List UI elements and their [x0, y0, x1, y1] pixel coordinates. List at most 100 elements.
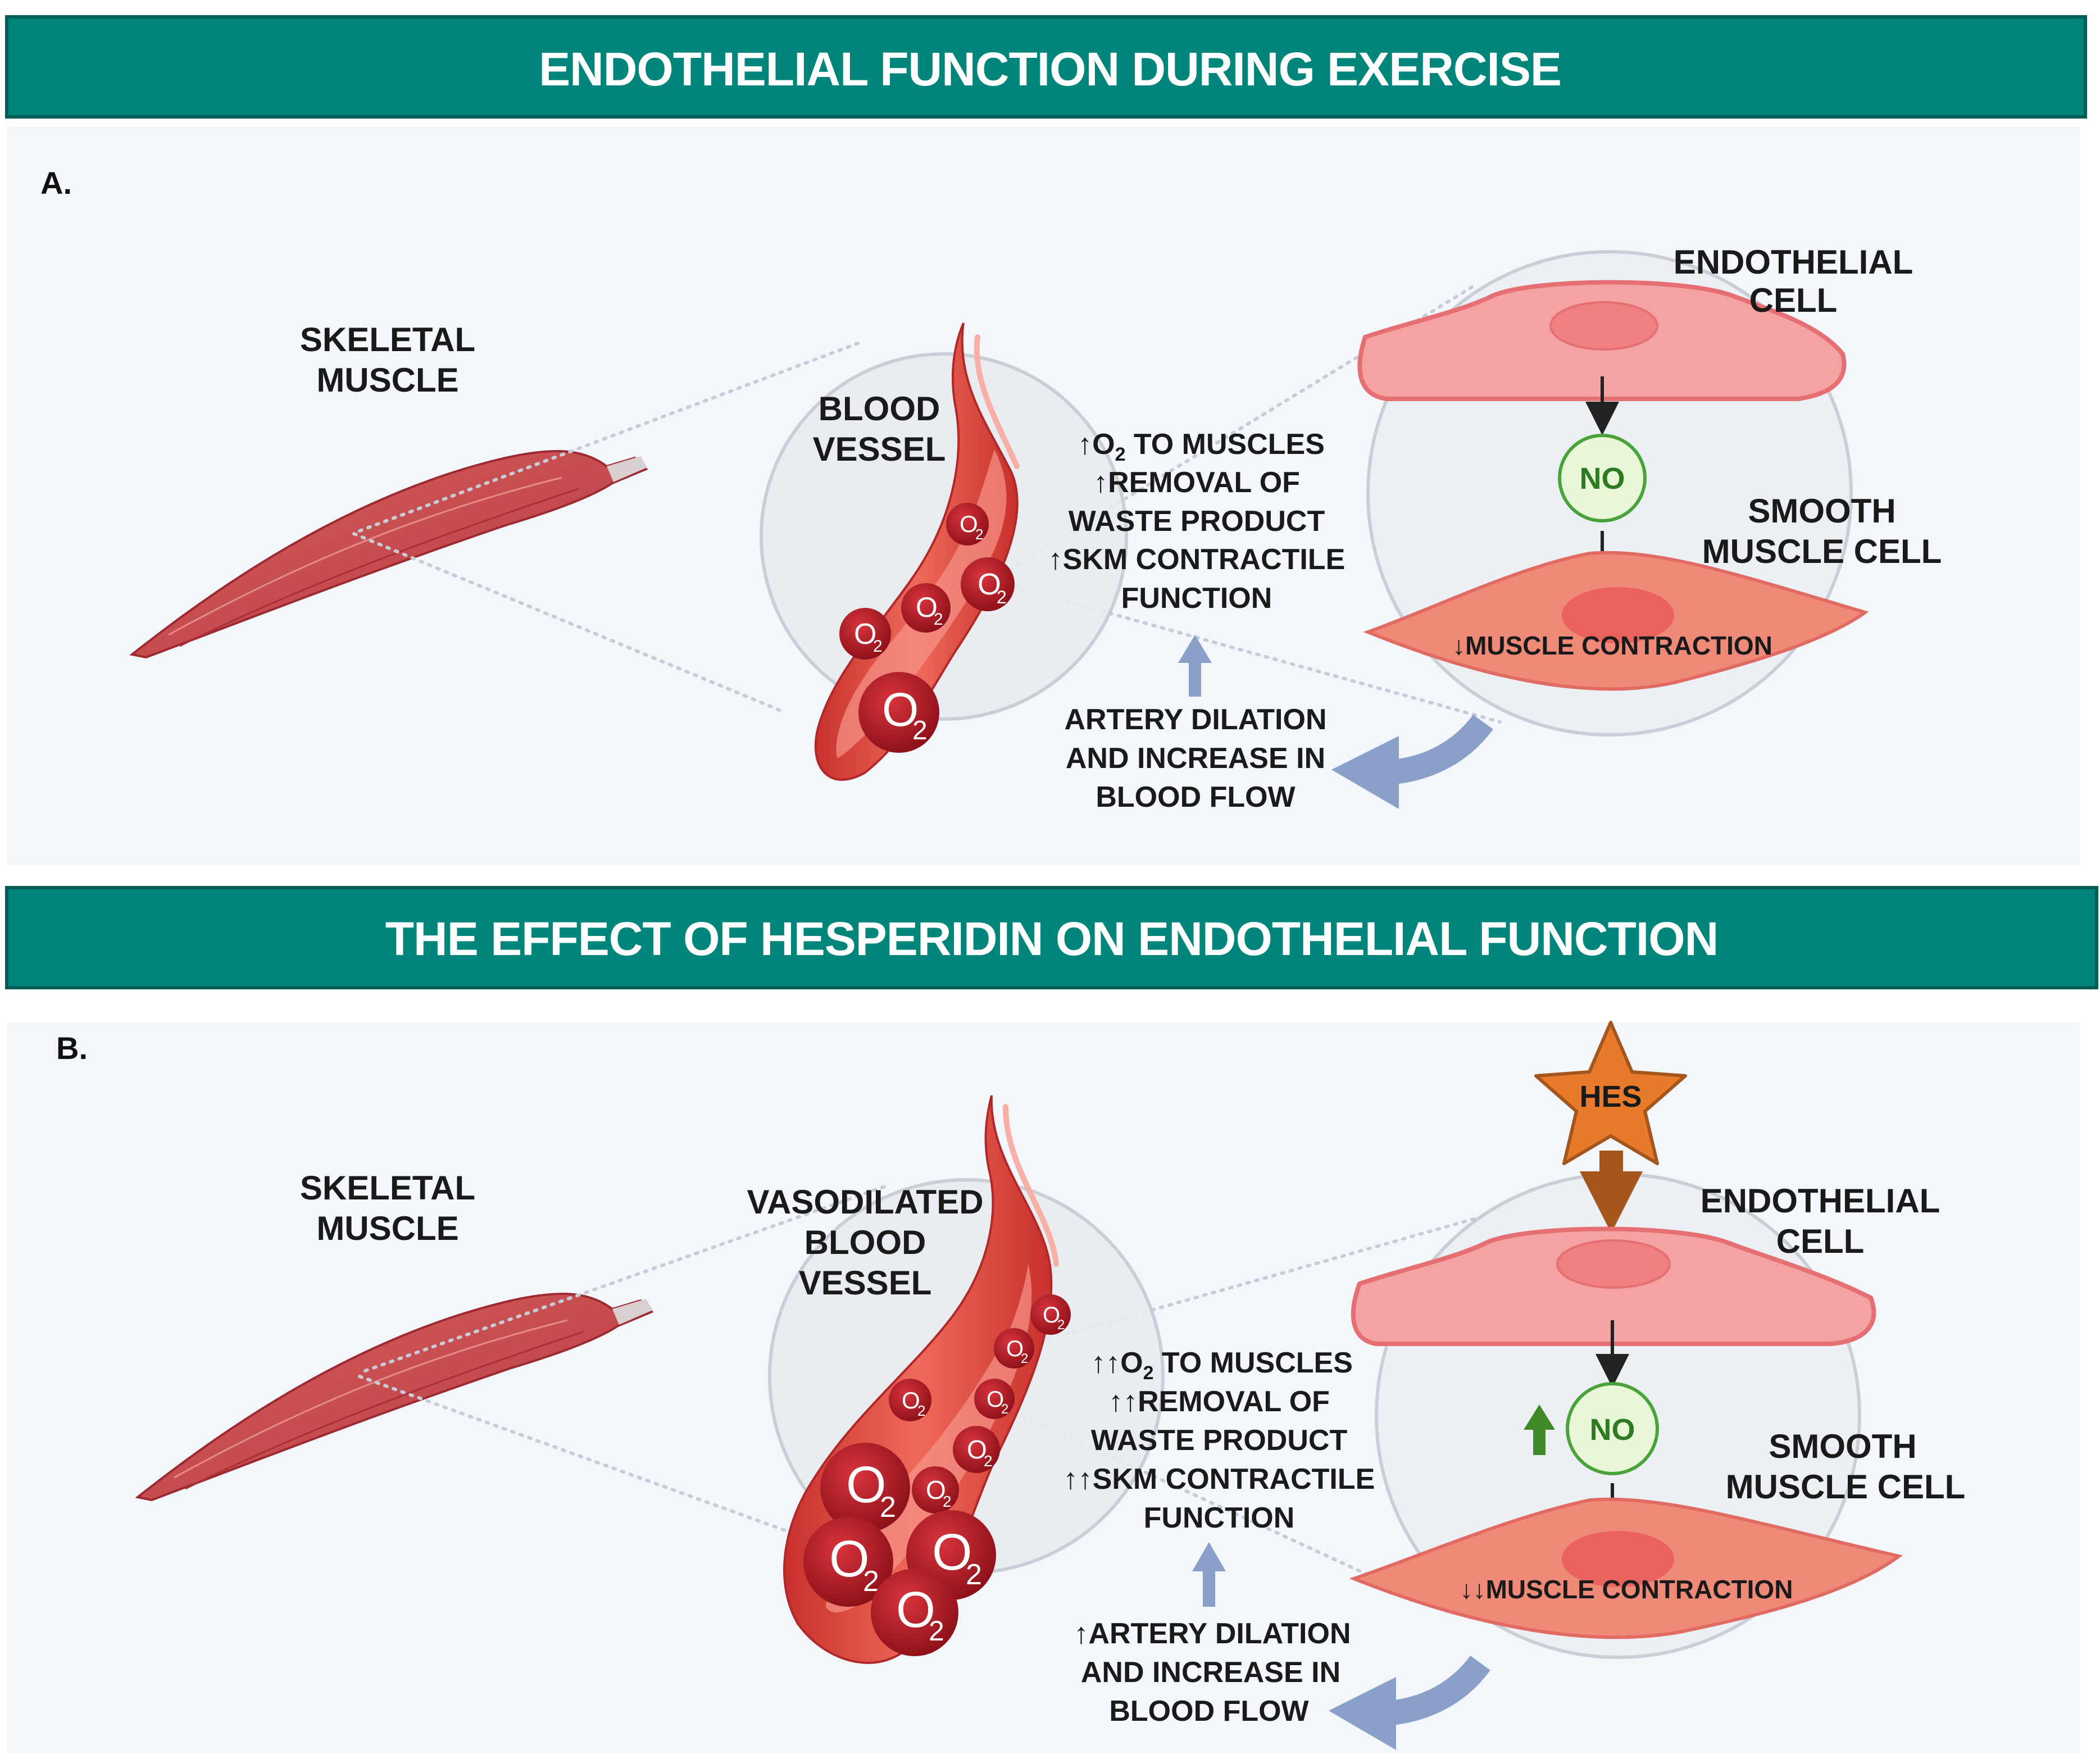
svg-text:O: O [987, 1387, 1004, 1412]
svg-text:2: 2 [1001, 1402, 1008, 1417]
smooth-muscle-a-label-1: SMOOTH [1748, 492, 1896, 530]
svg-text:2: 2 [873, 637, 883, 656]
smooth-muscle-cell-b [1349, 1497, 1903, 1639]
o2-cell: O 2 [994, 1328, 1034, 1369]
endothelial-cell-a-label-2: CELL [1749, 281, 1838, 319]
dilation-a-3: BLOOD FLOW [1096, 781, 1296, 813]
svg-text:2: 2 [1021, 1351, 1028, 1366]
skeletal-muscle-b-label-2: MUSCLE [316, 1210, 458, 1247]
up-arrow-a [1178, 635, 1212, 697]
o2-cell: O 2 [953, 1426, 1000, 1473]
endothelial-cell-a-label-1: ENDOTHELIAL [1674, 243, 1913, 281]
svg-text:O: O [960, 511, 978, 537]
hes-star: HES [1534, 1021, 1687, 1165]
o2-cell: O 2 [912, 1466, 959, 1513]
curved-arrow-b [1329, 1655, 1490, 1750]
svg-text:O: O [896, 1582, 935, 1638]
effect-skm-a-1: ↑SKM CONTRACTILE [1048, 543, 1346, 576]
banner-a-title: ENDOTHELIAL FUNCTION DURING EXERCISE [539, 43, 1561, 96]
skeletal-muscle-b [135, 1293, 654, 1502]
blood-vessel-b-label-3: VESSEL [799, 1264, 932, 1302]
effect-waste-b-2: WASTE PRODUCT [1091, 1424, 1348, 1457]
svg-text:NO: NO [1590, 1413, 1635, 1447]
up-arrow-b [1192, 1542, 1226, 1607]
svg-text:2: 2 [943, 1493, 952, 1510]
svg-text:O: O [1043, 1303, 1060, 1328]
svg-text:HES: HES [1579, 1080, 1642, 1113]
effect-o2-b: ↑↑O2 TO MUSCLES [1091, 1347, 1353, 1384]
svg-text:2: 2 [997, 587, 1007, 607]
o2-cell: O 2 [974, 1379, 1015, 1419]
svg-text:O: O [854, 618, 876, 651]
o2-cell: O 2 [889, 1379, 931, 1421]
svg-text:O: O [902, 1387, 920, 1413]
no-molecule-a: NO [1558, 434, 1647, 522]
smooth-muscle-b-label-2: MUSCLE CELL [1726, 1468, 1966, 1506]
svg-text:O: O [932, 1524, 972, 1581]
muscle-contraction-b: ↓↓MUSCLE CONTRACTION [1460, 1575, 1793, 1604]
dilation-b-3: BLOOD FLOW [1109, 1695, 1309, 1728]
no-molecule-b: NO [1566, 1382, 1659, 1475]
panel-a-letter: A. [40, 165, 72, 201]
skeletal-muscle-a-label-2: MUSCLE [316, 361, 458, 399]
svg-text:2: 2 [1057, 1317, 1065, 1333]
svg-text:2: 2 [929, 1615, 944, 1647]
banner-b [5, 886, 2098, 989]
panel-b-letter: B. [56, 1030, 88, 1066]
dilation-a-2: AND INCREASE IN [1066, 742, 1325, 775]
skeletal-muscle-b-label-1: SKELETAL [300, 1169, 475, 1207]
o2-cell: O 2 [901, 583, 951, 633]
svg-text:2: 2 [984, 1452, 993, 1470]
blood-vessel-a-label-1: BLOOD [819, 390, 940, 428]
smooth-muscle-cell-a [1363, 551, 1869, 691]
smooth-muscle-b-label-1: SMOOTH [1769, 1428, 1916, 1465]
smooth-muscle-a-label-2: MUSCLE CELL [1702, 533, 1942, 570]
endothelial-cell-a [1357, 280, 1847, 401]
svg-text:2: 2 [934, 610, 943, 629]
muscle-contraction-a: ↓MUSCLE CONTRACTION [1452, 631, 1772, 660]
svg-text:O: O [926, 1475, 946, 1505]
effect-skm-a-2: FUNCTION [1121, 582, 1272, 615]
svg-text:O: O [916, 592, 938, 623]
dilation-b-1: ↑ARTERY DILATION [1074, 1617, 1351, 1650]
endothelial-cell-b [1351, 1226, 1876, 1346]
svg-text:O: O [846, 1456, 887, 1513]
svg-text:2: 2 [912, 716, 928, 746]
skeletal-muscle-a-label-1: SKELETAL [300, 321, 475, 358]
effect-o2-a: ↑O2 TO MUSCLES [1078, 428, 1325, 465]
svg-text:2: 2 [880, 1491, 896, 1524]
endothelial-cell-b-label-2: CELL [1776, 1222, 1865, 1260]
blood-vessel-b-label-2: BLOOD [804, 1224, 926, 1261]
o2-cell: O 2 [839, 608, 891, 660]
effect-skm-b-2: FUNCTION [1144, 1502, 1295, 1534]
o2-cell: O 2 [820, 1443, 910, 1533]
effect-waste-b-1: ↑↑REMOVAL OF [1108, 1385, 1330, 1418]
zoom-lines-b [358, 1184, 1485, 1580]
zoom-lines-a [352, 282, 1502, 724]
o2-cell: O 2 [858, 672, 939, 753]
hes-arrow [1580, 1151, 1643, 1233]
dilation-b-2: AND INCREASE IN [1081, 1656, 1340, 1689]
effect-waste-a-1: ↑REMOVAL OF [1093, 466, 1300, 499]
endothelial-cell-b-label-1: ENDOTHELIAL [1701, 1182, 1940, 1220]
svg-text:2: 2 [975, 526, 983, 543]
curved-arrow-a [1331, 714, 1493, 809]
svg-text:2: 2 [917, 1402, 925, 1419]
svg-text:NO: NO [1580, 462, 1625, 496]
svg-text:2: 2 [966, 1558, 982, 1591]
o2-cell: O 2 [1030, 1294, 1071, 1335]
svg-text:O: O [978, 567, 1001, 601]
o2-cell: O 2 [803, 1517, 893, 1607]
svg-text:O: O [829, 1530, 870, 1588]
blood-vessel-a-label-2: VESSEL [813, 430, 946, 468]
green-up-arrow [1524, 1405, 1555, 1455]
blood-vessel-b-label-1: VASODILATED [747, 1183, 983, 1221]
skeletal-muscle-a [129, 450, 648, 659]
svg-text:O: O [1006, 1337, 1024, 1361]
o2-cell: O 2 [871, 1569, 958, 1656]
effect-skm-b-1: ↑↑SKM CONTRACTILE [1063, 1463, 1375, 1496]
svg-text:O: O [967, 1435, 987, 1464]
banner-a [5, 15, 2087, 119]
svg-text:O: O [882, 683, 919, 736]
